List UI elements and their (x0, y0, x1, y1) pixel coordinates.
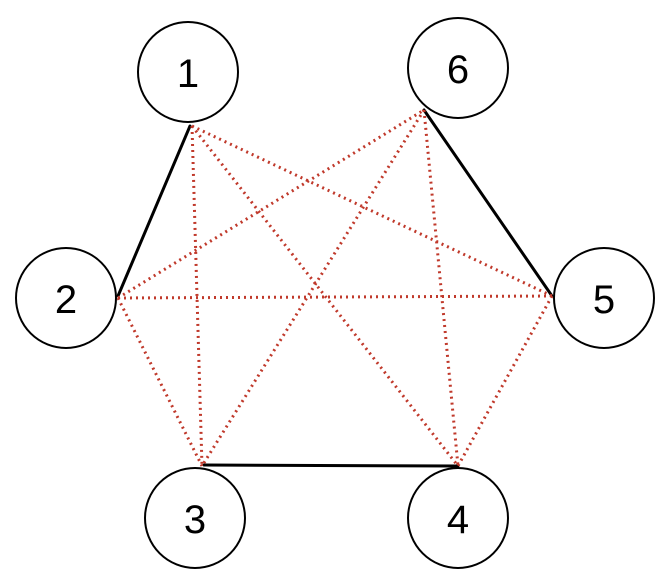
edge-6-5 (422, 108, 554, 298)
node-6-label: 6 (447, 48, 469, 92)
edge-1-3 (190, 125, 204, 467)
node-5-circle (553, 247, 655, 349)
edge-2-3 (116, 297, 204, 467)
node-4: 4 (407, 467, 509, 569)
edge-1-2 (116, 124, 192, 298)
edge-6-3 (200, 109, 426, 467)
edge-6-4 (422, 109, 460, 467)
node-3: 3 (144, 467, 246, 569)
node-6: 6 (407, 17, 509, 119)
node-4-label: 4 (447, 498, 469, 542)
node-1: 1 (137, 21, 239, 123)
edges-layer (116, 108, 554, 468)
edge-2-5 (117, 294, 553, 300)
edge-5-4 (456, 295, 554, 467)
node-3-label: 3 (184, 498, 206, 542)
edge-3-4 (202, 463, 460, 468)
node-5: 5 (553, 247, 655, 349)
edge-2-6 (117, 108, 425, 300)
node-4-circle (407, 467, 509, 569)
node-6-circle (407, 17, 509, 119)
node-5-label: 5 (593, 278, 615, 322)
edge-1-5 (191, 124, 553, 298)
node-1-circle (137, 21, 239, 123)
node-2-circle (15, 247, 117, 349)
node-3-circle (144, 467, 246, 569)
node-2-label: 2 (55, 278, 77, 322)
node-1-label: 1 (177, 52, 199, 96)
node-2: 2 (15, 247, 117, 349)
nodes-layer: 1 2 3 4 5 6 (15, 17, 655, 569)
